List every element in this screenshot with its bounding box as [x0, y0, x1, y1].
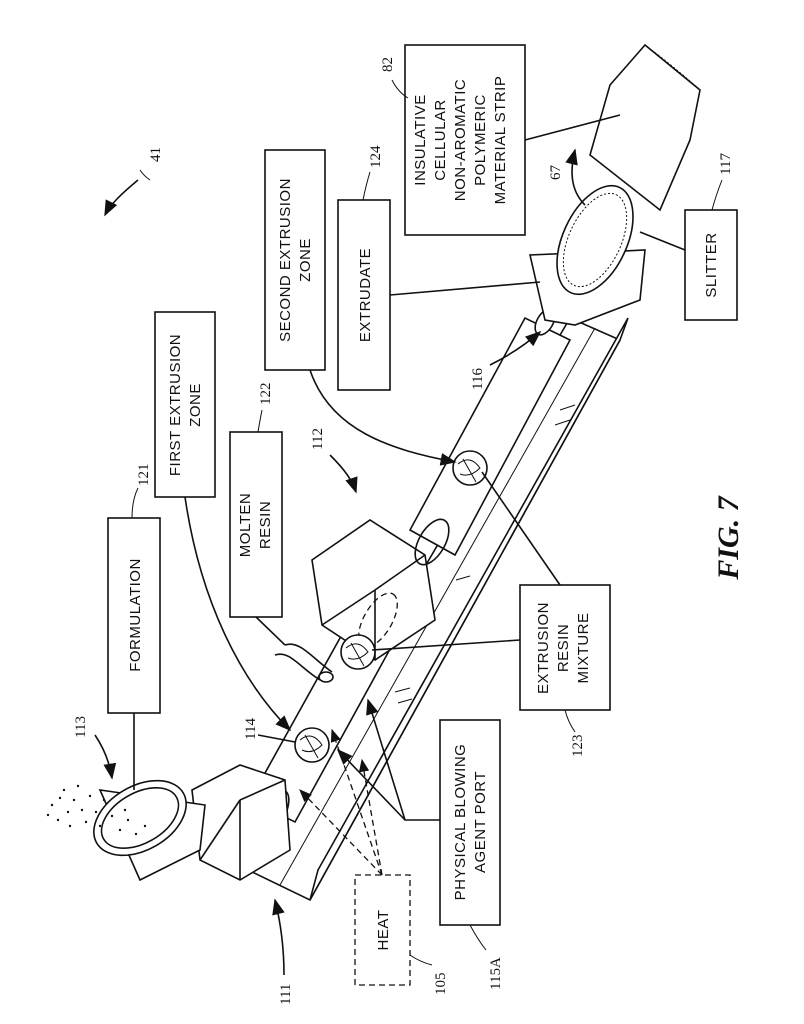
formulation-label: FORMULATION [127, 558, 144, 672]
strip-label-3: NON-AROMATIC [452, 79, 469, 201]
ref-105: 105 [433, 973, 449, 996]
extrudate-label: EXTRUDATE [357, 248, 374, 342]
ref-114: 114 [243, 718, 259, 740]
second-extrusion-label-2: ZONE [297, 238, 314, 282]
figure-title: FIG. 7 [712, 495, 745, 580]
ref-116: 116 [470, 368, 486, 390]
first-extrusion-label-2: ZONE [187, 383, 204, 427]
first-extrusion-zone-box [154, 311, 216, 498]
ref-113: 113 [73, 716, 89, 738]
heat-box [354, 874, 411, 986]
formulation-particles [46, 784, 147, 836]
resin-mixture-label-1: EXTRUSION [535, 602, 552, 694]
molten-resin-label-2: RESIN [257, 501, 274, 549]
heat-label: HEAT [375, 910, 392, 951]
strip-label-5: MATERIAL STRIP [492, 76, 509, 205]
blowing-agent-label-2: AGENT PORT [472, 771, 489, 873]
leader-lines [94, 79, 723, 976]
ref-115a: 115A [488, 957, 504, 990]
slitter-box [684, 209, 738, 321]
molten-resin-box [229, 431, 283, 618]
ref-41: 41 [148, 147, 164, 162]
box-texts: FORMULATION MOLTEN RESIN FIRST EXTRUSION… [127, 76, 720, 951]
resin-mixture-box [519, 584, 611, 711]
resin-mixture-label-2: RESIN [555, 624, 572, 672]
ref-123: 123 [570, 735, 586, 758]
blowing-agent-box [439, 719, 501, 926]
slitter-label: SLITTER [703, 232, 720, 297]
reference-numerals: 41 82 124 117 67 121 122 112 116 113 114… [73, 57, 734, 1005]
ref-112: 112 [310, 428, 326, 450]
material-strip [589, 43, 701, 212]
resin-mixture-label-3: MIXTURE [575, 613, 592, 684]
mixer-elements [294, 450, 488, 763]
ref-122: 122 [258, 383, 274, 406]
second-extrusion-label-1: SECOND EXTRUSION [277, 178, 294, 342]
strip-label-1: INSULATIVE [412, 94, 429, 185]
ref-121: 121 [136, 464, 152, 487]
hopper-113 [46, 779, 206, 882]
molten-resin-label-1: MOLTEN [237, 493, 254, 557]
ref-117: 117 [718, 153, 734, 175]
first-extrusion-label-1: FIRST EXTRUSION [167, 334, 184, 476]
blowing-agent-label-1: PHYSICAL BLOWING [452, 744, 469, 901]
ref-111: 111 [278, 984, 294, 1005]
strip-label-2: CELLULAR [432, 99, 449, 181]
strip-label-4: POLYMERIC [472, 94, 489, 186]
ref-82: 82 [380, 57, 396, 72]
ref-67: 67 [548, 165, 564, 181]
second-extrusion-zone-box [264, 149, 326, 371]
ref-124: 124 [368, 145, 384, 168]
die-116 [529, 184, 646, 336]
formulation-box [107, 517, 161, 714]
